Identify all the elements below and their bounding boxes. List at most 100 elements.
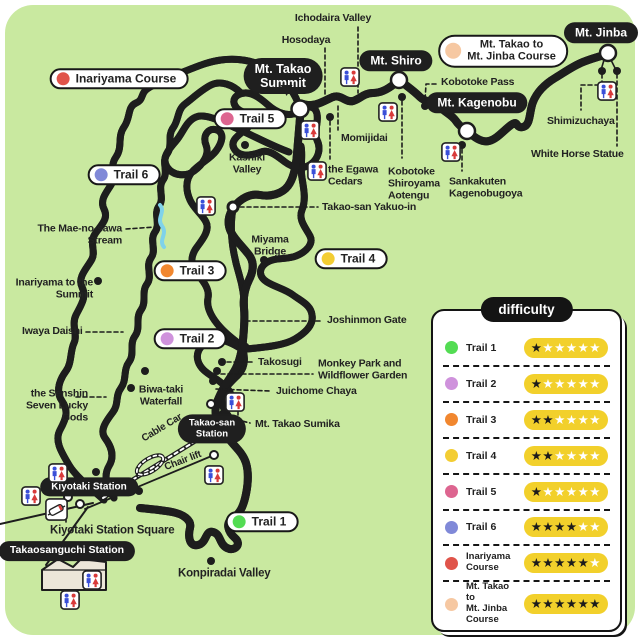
takao-jinba-course-difficulty-stars: ★★★★★★ [523, 594, 608, 615]
star-empty-icon: ★ [542, 376, 555, 391]
takaosanguchi-station-pill: Takaosanguchi Station [0, 542, 135, 560]
trail-1-difficulty-stars: ★★★★★★ [523, 337, 608, 358]
star-empty-icon: ★ [565, 484, 578, 499]
leader-lines [65, 26, 618, 524]
takao-jinba-course-legend-dot [445, 597, 458, 611]
kiyotaki-station-square: Kiyotaki Station Square [50, 524, 175, 537]
star-empty-icon: ★ [577, 484, 590, 499]
trail-5-difficulty-stars: ★★★★★★ [523, 481, 608, 502]
trail-3-pill-dot [160, 264, 174, 278]
cable-car: Cable Car [139, 411, 185, 445]
restroom-icon [82, 570, 102, 590]
takao-san-yakuo-in: Takao-san Yakuo-in [322, 201, 417, 214]
star-empty-icon: ★ [589, 412, 601, 427]
takao-jinba-course-pill-dot [445, 43, 462, 59]
star-empty-icon: ★ [565, 340, 578, 355]
star-filled-icon: ★ [530, 376, 543, 391]
star-empty-icon: ★ [589, 340, 601, 355]
star-filled-icon: ★ [542, 556, 555, 571]
chair-lift: Chair lift [162, 448, 203, 473]
star-filled-icon: ★ [554, 597, 566, 612]
star-filled-icon: ★ [530, 597, 543, 612]
star-filled-icon: ★ [589, 597, 601, 612]
trail-6-difficulty-stars: ★★★★★★ [523, 517, 608, 538]
star-filled-icon: ★ [565, 556, 578, 571]
trail-6-legend-dot [445, 520, 458, 534]
kiyotaki-station-pill: Kiyotaki Station [41, 478, 137, 496]
restroom-icon [307, 161, 327, 181]
star-empty-icon: ★ [554, 484, 566, 499]
star-empty-icon: ★ [554, 448, 566, 463]
trail-2-difficulty-stars: ★★★★★★ [523, 373, 608, 394]
star-filled-icon: ★ [530, 556, 543, 571]
star-empty-icon: ★ [577, 520, 590, 535]
star-empty-icon: ★ [589, 376, 601, 391]
star-filled-icon: ★ [554, 520, 566, 535]
star-filled-icon: ★ [577, 556, 590, 571]
mae-no-sawa-stream-path [158, 203, 166, 249]
mt-shiro-pill: Mt. Shiro [360, 51, 432, 71]
trail-5-pill: Trail 5 [213, 108, 287, 130]
trail-1-pill: Trail 1 [225, 511, 299, 533]
iwaya-daishi: Iwaya Daishi [22, 325, 83, 338]
star-filled-icon: ★ [530, 484, 543, 499]
shimizuchaya: Shimizuchaya [547, 115, 615, 128]
chair-lift-line [84, 454, 215, 510]
legend-row-trail-4: Trail 4★★★★★★ [443, 439, 610, 475]
star-filled-icon: ★ [542, 520, 555, 535]
star-filled-icon: ★ [554, 556, 566, 571]
trail-1-legend-dot [445, 341, 458, 355]
white-horse-statue: White Horse Statue [531, 148, 624, 161]
difficulty-panel-title: difficulty [480, 297, 573, 322]
legend-row-trail-5: Trail 5★★★★★★ [443, 475, 610, 511]
trail-3-legend-dot [445, 413, 458, 427]
legend-row-trail-3: Trail 3★★★★★★ [443, 403, 610, 439]
trail-3-difficulty-stars: ★★★★★★ [523, 409, 608, 430]
restroom-icon [441, 142, 461, 162]
peak-markers [63, 43, 618, 509]
juichome-chaya: Juichome Chaya [276, 385, 357, 398]
restroom-icon [21, 486, 41, 506]
hosodaya: Hosodaya [281, 34, 331, 47]
difficulty-panel: difficulty Trail 1★★★★★★Trail 2★★★★★★Tra… [431, 297, 622, 632]
restroom-icon [378, 102, 398, 122]
mt-kagenobu-pill: Mt. Kagenobu [427, 93, 527, 113]
restroom-icon [225, 392, 245, 412]
trail-2-legend-dot [445, 377, 458, 391]
star-empty-icon: ★ [589, 556, 601, 571]
star-empty-icon: ★ [542, 340, 555, 355]
star-filled-icon: ★ [565, 520, 578, 535]
legend-row-trail-2: Trail 2★★★★★★ [443, 367, 610, 403]
star-empty-icon: ★ [542, 484, 555, 499]
momijidai: Momijidai [341, 132, 388, 145]
trail-5-pill-dot [220, 112, 234, 126]
inariyama-course-pill: Inariyama Course [49, 68, 189, 90]
mt-jinba-pill: Mt. Jinba [564, 23, 638, 43]
star-filled-icon: ★ [542, 448, 555, 463]
restroom-icon [597, 81, 617, 101]
kobotoke-pass: Kobotoke Pass [441, 76, 515, 89]
star-empty-icon: ★ [565, 448, 578, 463]
star-empty-icon: ★ [577, 412, 590, 427]
star-filled-icon: ★ [565, 597, 578, 612]
star-filled-icon: ★ [577, 597, 590, 612]
inariyama-course-difficulty-stars: ★★★★★★ [523, 553, 608, 574]
star-filled-icon: ★ [530, 412, 543, 427]
trail-6-legend-label: Trail 6 [466, 521, 497, 534]
star-empty-icon: ★ [589, 520, 601, 535]
takosugi: Takosugi [258, 356, 302, 369]
trail-2-pill: Trail 2 [153, 328, 227, 350]
